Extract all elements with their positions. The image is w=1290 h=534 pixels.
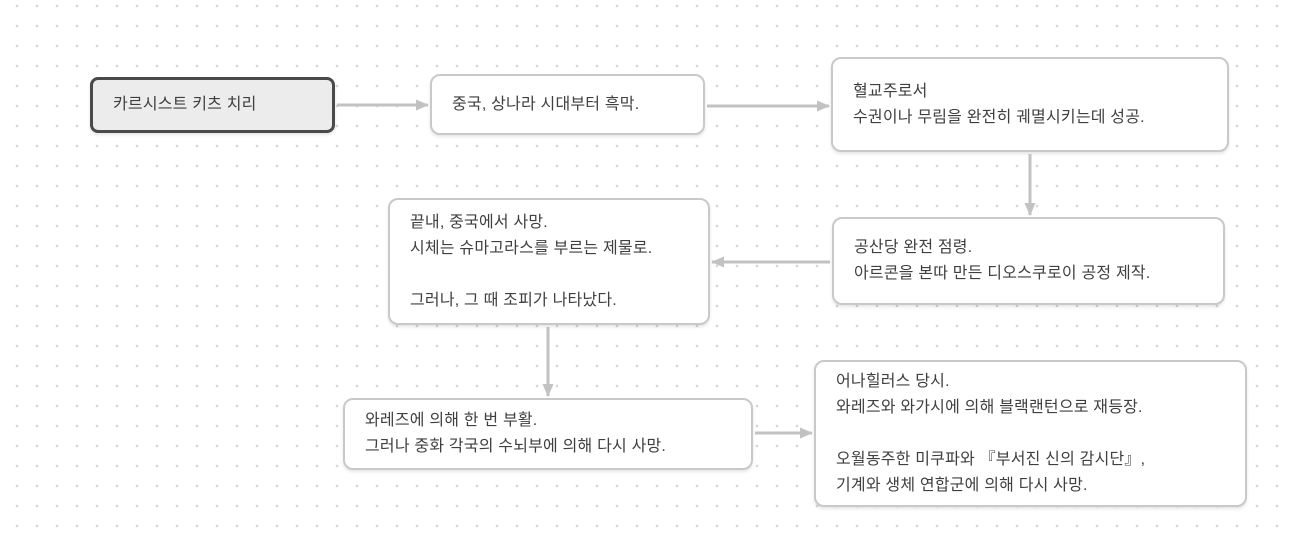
flow-node-blood-cult[interactable]: 혈교주로서 수권이나 무림을 완전히 궤멸시키는데 성공. [831, 57, 1229, 152]
flow-node-death-in-china[interactable]: 끝내, 중국에서 사망. 시체는 슈마고라스를 부르는 제물로. 그러나, 그 … [388, 198, 710, 325]
node-text-start: 카르시스트 키츠 치리 [113, 96, 257, 113]
node-text-annihilus: 어나힐러스 당시. 와레즈와 와가시에 의해 블랙랜턴으로 재등장. 오월동주한… [836, 372, 1146, 494]
flow-node-party-takeover[interactable]: 공산당 완전 점령. 아르콘을 본따 만든 디오스쿠로이 공정 제작. [832, 217, 1225, 305]
node-text-death-in-china: 끝내, 중국에서 사망. 시체는 슈마고라스를 부르는 제물로. 그러나, 그 … [410, 213, 653, 309]
flow-node-china-origin[interactable]: 중국, 상나라 시대부터 흑막. [430, 74, 705, 135]
flow-node-revival[interactable]: 와레즈에 의해 한 번 부활. 그러나 중화 각국의 수뇌부에 의해 다시 사망… [343, 398, 753, 470]
flow-node-annihilus[interactable]: 어나힐러스 당시. 와레즈와 와가시에 의해 블랙랜턴으로 재등장. 오월동주한… [814, 360, 1247, 507]
flow-node-start[interactable]: 카르시스트 키츠 치리 [90, 77, 335, 133]
node-text-blood-cult: 혈교주로서 수권이나 무림을 완전히 궤멸시키는데 성공. [853, 82, 1145, 126]
node-text-party-takeover: 공산당 완전 점령. 아르콘을 본따 만든 디오스쿠로이 공정 제작. [854, 239, 1151, 282]
node-text-revival: 와레즈에 의해 한 번 부활. 그러나 중화 각국의 수뇌부에 의해 다시 사망… [365, 412, 667, 455]
node-text-china-origin: 중국, 상나라 시대부터 흑막. [452, 95, 640, 113]
